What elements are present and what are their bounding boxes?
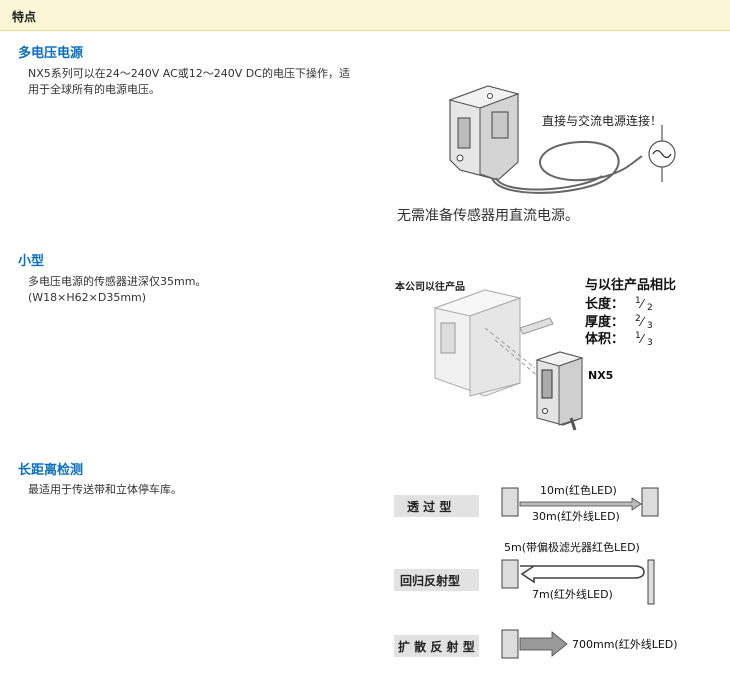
nx5-sensor-illustration xyxy=(535,351,584,431)
type-label: 回归反射型 xyxy=(400,573,460,588)
compare-row-thickness: 厚度： 2 ⁄ 3 xyxy=(585,314,653,331)
caption-no-dc-needed: 无需准备传感器用直流电源。 xyxy=(397,207,579,224)
range-label-bottom: 7m(红外线LED) xyxy=(532,587,613,601)
section-text-multi-voltage: NX5系列可以在24～240V AC或12～240V DC的电压下操作，适 用于… xyxy=(28,66,350,98)
compare-label: 厚度： xyxy=(585,314,624,330)
svg-text:⁄: ⁄ xyxy=(638,332,646,346)
old-sensor-illustration xyxy=(433,289,554,397)
sensor-icon xyxy=(501,559,519,589)
section-text-long-range: 最适用于传送带和立体停车库。 xyxy=(28,482,182,498)
compare-title: 与以往产品相比 xyxy=(585,277,676,293)
sensing-range-figure: 透 过 型 10m(红色LED) 30m(红外线LED) 5m(带偏极滤光器红色… xyxy=(394,483,678,659)
receiver-icon xyxy=(641,487,659,517)
text-line: 用于全球所有的电源电压。 xyxy=(28,83,160,96)
text-line: 最适用于传送带和立体停车库。 xyxy=(28,483,182,496)
compare-row-length: 长度： 1 ⁄ 2 xyxy=(585,296,653,313)
section-title-long-range: 长距离检测 xyxy=(18,463,84,478)
fraction-numerator: 1 xyxy=(635,331,641,341)
row-thru-beam: 透 过 型 10m(红色LED) 30m(红外线LED) xyxy=(394,483,659,523)
ac-power-figure: 直接与交流电源连接！ 无需准备传感器用直流电源。 xyxy=(397,85,676,224)
fraction-denominator: 3 xyxy=(647,338,653,348)
type-label: 扩 散 反 射 型 xyxy=(398,639,475,654)
beam-arrow xyxy=(520,565,645,584)
emitter-icon xyxy=(501,487,519,517)
beam-arrow xyxy=(519,497,642,511)
row-retroreflective: 5m(带偏极滤光器红色LED) 回归反射型 7m(红外线LED) xyxy=(394,540,655,605)
cable-illustration xyxy=(491,140,643,194)
row-diffuse: 扩 散 反 射 型 700mm(红外线LED) xyxy=(394,629,678,659)
fraction-numerator: 1 xyxy=(635,296,641,306)
section-text-compact: 多电压电源的传感器进深仅35mm。 (W18×H62×D35mm) xyxy=(28,274,206,306)
svg-text:⁄: ⁄ xyxy=(638,297,646,311)
range-label: 700mm(红外线LED) xyxy=(572,637,678,651)
range-label-top: 10m(红色LED) xyxy=(540,483,617,497)
range-label-bottom: 30m(红外线LED) xyxy=(532,509,620,523)
type-label-box xyxy=(394,569,479,591)
section-title-multi-voltage: 多电压电源 xyxy=(18,46,84,61)
section-title-compact: 小型 xyxy=(18,254,45,269)
beam-arrow xyxy=(519,631,568,657)
type-label-box xyxy=(394,495,479,517)
section-header-bar: 特点 xyxy=(0,0,730,31)
compare-row-volume: 体积： 1 ⁄ 3 xyxy=(585,331,653,348)
text-line: (W18×H62×D35mm) xyxy=(28,291,147,304)
sensor-illustration xyxy=(448,85,520,181)
callout-ac-connect: 直接与交流电源连接！ xyxy=(542,113,662,128)
ac-power-icon xyxy=(648,125,676,182)
fraction-denominator: 2 xyxy=(647,303,653,313)
text-line: 多电压电源的传感器进深仅35mm。 xyxy=(28,275,207,288)
range-label-top: 5m(带偏极滤光器红色LED) xyxy=(504,540,640,554)
fraction-numerator: 2 xyxy=(635,314,641,324)
text-line: NX5系列可以在24～240V AC或12～240V DC的电压下操作，适 xyxy=(28,67,350,80)
label-nx5: NX5 xyxy=(588,369,613,382)
svg-text:⁄: ⁄ xyxy=(638,315,646,329)
compare-label: 体积： xyxy=(585,331,624,347)
fraction-denominator: 3 xyxy=(647,321,653,331)
type-label-box xyxy=(394,635,479,657)
label-old-product: 本公司以往产品 xyxy=(395,280,465,293)
size-comparison-figure: 本公司以往产品 NX5 与以往产品相比 长度： 1 ⁄ 2 厚度： 2 ⁄ 3 … xyxy=(395,277,676,431)
compare-label: 长度： xyxy=(585,296,624,312)
header-title: 特点 xyxy=(12,10,37,24)
reflector-icon xyxy=(647,559,655,605)
type-label: 透 过 型 xyxy=(407,499,451,514)
sensor-icon xyxy=(501,629,519,659)
